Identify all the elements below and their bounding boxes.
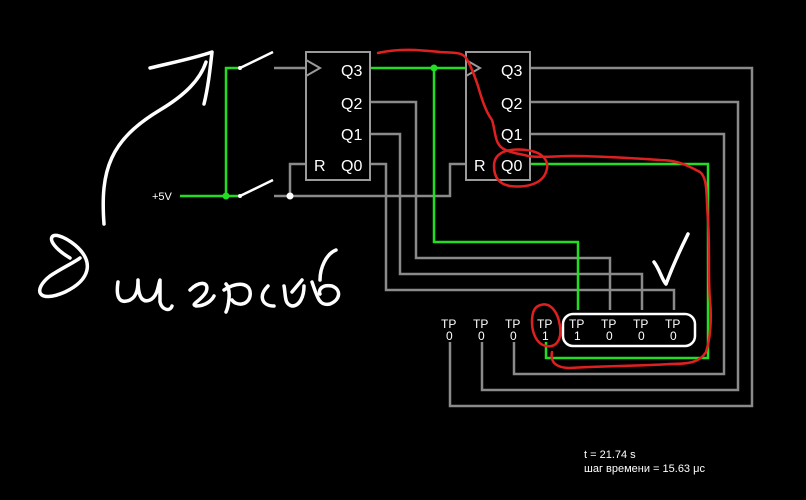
test-point[interactable]: TP 1 [569, 317, 584, 343]
junction-dot [286, 192, 294, 200]
svg-text:TP: TP [441, 317, 456, 331]
wire-c2-q0 [530, 162, 710, 360]
wire-c2-q3 [448, 66, 754, 408]
wire-c1-q0 [370, 162, 676, 310]
pin-q0: Q0 [341, 158, 362, 175]
test-point[interactable]: TP 0 [665, 317, 680, 343]
pin-r: R [474, 158, 486, 175]
svg-text:TP: TP [537, 317, 552, 331]
pin-q3: Q3 [341, 63, 362, 80]
chip-body [305, 51, 371, 181]
wire-c2-q2 [480, 100, 740, 392]
counter-chip-1[interactable]: Q3 Q2 Q1 Q0 R [305, 51, 371, 181]
test-point[interactable]: TP 0 [601, 317, 616, 343]
wire-5v-rail [180, 66, 240, 198]
switch-top[interactable] [238, 50, 274, 70]
wire-c1-q1 [370, 132, 644, 310]
pin-q2: Q2 [501, 96, 522, 113]
test-point[interactable]: TP 0 [505, 317, 520, 343]
svg-text:TP: TP [633, 317, 648, 331]
switch-bottom[interactable] [238, 178, 274, 198]
time-step-readout: шаг времени = 15.63 μс [584, 463, 705, 475]
time-readout: t = 21.74 s [584, 449, 636, 461]
svg-text:0: 0 [446, 329, 453, 343]
svg-text:TP: TP [665, 317, 680, 331]
counter-chip-2[interactable]: Q3 Q2 Q1 Q0 R [465, 51, 531, 181]
pin-q0: Q0 [501, 158, 522, 175]
test-point[interactable]: TP 0 [473, 317, 488, 343]
handwritten-annotation [38, 48, 713, 370]
junction-dot [222, 192, 230, 200]
svg-text:1: 1 [574, 329, 581, 343]
red-trace [376, 48, 713, 370]
pin-q1: Q1 [341, 127, 362, 144]
arrow-icon [101, 50, 214, 226]
test-point[interactable]: TP 0 [441, 317, 456, 343]
svg-text:TP: TP [505, 317, 520, 331]
clock-input-icon [465, 59, 483, 77]
svg-text:TP: TP [601, 317, 616, 331]
pin-q2: Q2 [341, 96, 362, 113]
test-point[interactable]: TP 0 [633, 317, 648, 343]
wire-reset-bus [274, 162, 466, 198]
wire-c1-q3-to-tp [432, 68, 580, 310]
svg-text:TP: TP [569, 317, 584, 331]
wire-c1-q2 [370, 100, 612, 310]
svg-text:1: 1 [542, 329, 549, 343]
wire-c2-q1 [512, 132, 726, 376]
junctions [222, 64, 438, 200]
red-circle-tp [530, 303, 562, 348]
checkmark-icon [652, 232, 690, 286]
svg-text:0: 0 [478, 329, 485, 343]
red-circle-q0 [492, 148, 549, 188]
pin-q3: Q3 [501, 63, 522, 80]
svg-text:0: 0 [606, 329, 613, 343]
inactive-wires [274, 66, 754, 408]
handwritten-text [38, 233, 341, 314]
wire-reset-chip1 [288, 162, 306, 196]
test-point[interactable]: TP 1 [537, 317, 552, 343]
svg-text:0: 0 [510, 329, 517, 343]
svg-text:TP: TP [473, 317, 488, 331]
test-points: TP 0 TP 0 TP 0 TP 1 TP 1 TP 0 TP 0 TP 0 [441, 317, 680, 343]
pin-q1: Q1 [501, 127, 522, 144]
svg-text:0: 0 [638, 329, 645, 343]
svg-text:0: 0 [670, 329, 677, 343]
active-wires [180, 66, 710, 360]
clock-input-icon [305, 59, 323, 77]
simulation-status: t = 21.74 s шаг времени = 15.63 μс [584, 449, 705, 475]
junction-dot [430, 64, 438, 72]
pin-r: R [314, 158, 326, 175]
supply-label: +5V [152, 191, 173, 203]
highlight-box [561, 312, 697, 348]
